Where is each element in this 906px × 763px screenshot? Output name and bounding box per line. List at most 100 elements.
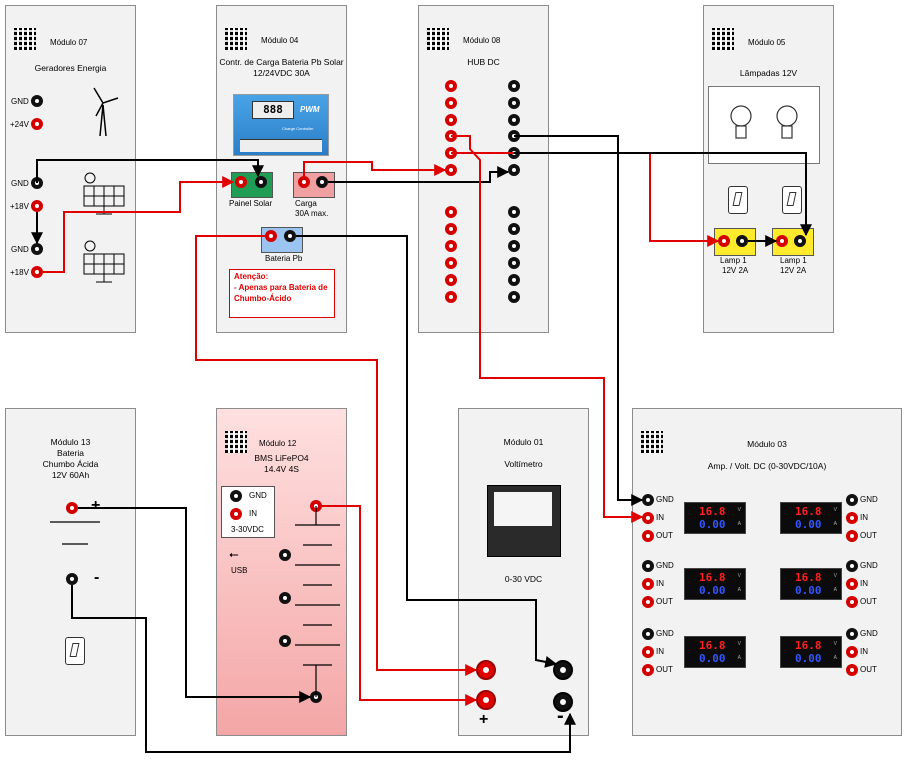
bms-tap-jack[interactable] (279, 549, 291, 561)
hub-red-jack[interactable] (445, 223, 457, 235)
module-04-rating: 12/24VDC 30A (253, 68, 310, 78)
warning-line2: Chumbo-Ácido (234, 294, 292, 303)
hub-red-jack[interactable] (445, 97, 457, 109)
m03-in-label: IN (860, 579, 868, 588)
display-amps: 0.00 (699, 652, 726, 665)
m03-gnd-label: GND (656, 629, 674, 638)
plus18v-jack[interactable] (31, 266, 43, 278)
m03-in-jack[interactable] (846, 646, 858, 658)
hub-red-jack[interactable] (445, 257, 457, 269)
lamp-switch-2[interactable] (782, 186, 802, 214)
module-12-line2: 14.4V 4S (264, 464, 299, 474)
display-volts: 16.8 (795, 639, 822, 652)
hub-black-jack[interactable] (508, 291, 520, 303)
hub-black-jack[interactable] (508, 97, 520, 109)
lamp-switch-1[interactable] (728, 186, 748, 214)
m03-in-jack[interactable] (642, 578, 654, 590)
hub-red-jack[interactable] (445, 240, 457, 252)
wire-hub-gnd-meter (514, 135, 644, 506)
bms-range-label: 3-30VDC (231, 525, 264, 534)
controller-screen: 888 (252, 101, 294, 119)
load-rating: 30A max. (295, 209, 329, 218)
lamp1-minus-jack[interactable] (736, 235, 748, 247)
hub-red-jack[interactable] (445, 164, 457, 176)
load-plus-jack[interactable] (298, 176, 310, 188)
battery-plus-sign: + (91, 497, 101, 514)
bms-in-jack[interactable] (230, 508, 242, 520)
module-03: Módulo 03 Amp. / Volt. DC (0-30VDC/10A) (632, 408, 902, 736)
label-18v: +18V (10, 268, 29, 277)
hub-red-jack[interactable] (445, 80, 457, 92)
m03-gnd-jack[interactable] (642, 560, 654, 572)
hub-black-jack[interactable] (508, 206, 520, 218)
hub-red-jack[interactable] (445, 291, 457, 303)
m03-in-jack[interactable] (846, 512, 858, 524)
unit-amps: A (737, 587, 741, 593)
m03-in-jack[interactable] (642, 646, 654, 658)
m03-out-label: OUT (656, 665, 673, 674)
unit-volts: V (737, 573, 741, 579)
hub-black-jack[interactable] (508, 80, 520, 92)
m03-out-label: OUT (656, 531, 673, 540)
hub-black-jack[interactable] (508, 240, 520, 252)
module-07-title: Módulo 07 (50, 38, 88, 47)
lamp-bulb-icon (730, 105, 798, 139)
voltmeter-black-jack[interactable] (553, 660, 573, 680)
m03-out-label: OUT (860, 665, 877, 674)
battery-switch[interactable] (65, 637, 85, 665)
battery13-plus-jack[interactable] (66, 502, 78, 514)
m03-gnd-jack[interactable] (846, 494, 858, 506)
module-12-line1: BMS LiFePO4 (254, 453, 309, 463)
gnd-jack[interactable] (31, 95, 43, 107)
bms-tap-jack[interactable] (279, 592, 291, 604)
m03-gnd-label: GND (656, 561, 674, 570)
m03-gnd-jack[interactable] (846, 628, 858, 640)
wire-hub-to-lamp2 (514, 152, 812, 237)
battery-minus-sign: - (94, 569, 100, 586)
m03-in-jack[interactable] (846, 578, 858, 590)
hub-red-jack[interactable] (445, 274, 457, 286)
qr-code (14, 28, 36, 50)
plus24v-jack[interactable] (31, 118, 43, 130)
hub-red-jack[interactable] (445, 114, 457, 126)
m03-out-jack[interactable] (642, 596, 654, 608)
bms-gnd-jack[interactable] (230, 490, 242, 502)
solar-plus-jack[interactable] (235, 176, 247, 188)
load-minus-jack[interactable] (316, 176, 328, 188)
m03-out-jack[interactable] (642, 530, 654, 542)
wire-paths (31, 135, 812, 753)
m03-out-jack[interactable] (642, 664, 654, 676)
hub-black-jack[interactable] (508, 257, 520, 269)
module-01: Módulo 01 Voltímetro 0-30 VDC + - (458, 408, 589, 736)
warning-title: Atenção: (234, 272, 269, 281)
m03-in-label: IN (656, 579, 664, 588)
warning-line1: - Apenas para Bateria de (234, 283, 328, 292)
battery13-minus-jack[interactable] (66, 573, 78, 585)
module-07-subtitle: Geradores Energia (34, 63, 107, 73)
battery-minus-jack[interactable] (284, 230, 296, 242)
unit-amps: A (737, 655, 741, 661)
m03-out-jack[interactable] (846, 530, 858, 542)
battery-plus-jack[interactable] (265, 230, 277, 242)
unit-volts: V (737, 641, 741, 647)
hub-black-jack[interactable] (508, 223, 520, 235)
hub-red-jack[interactable] (445, 206, 457, 218)
module-13-line3: 12V 60Ah (51, 470, 90, 480)
voltmeter-minus-jack[interactable] (553, 692, 573, 712)
unit-amps: A (737, 521, 741, 527)
m03-gnd-jack[interactable] (846, 560, 858, 572)
solar-panel-icon (83, 172, 125, 215)
bms-tap-jack[interactable] (279, 635, 291, 647)
hub-black-jack[interactable] (508, 274, 520, 286)
m03-in-label: IN (860, 647, 868, 656)
m03-out-jack[interactable] (846, 664, 858, 676)
m03-out-jack[interactable] (846, 596, 858, 608)
solar-panel-label: Painel Solar (229, 199, 273, 208)
lamp2-minus-jack[interactable] (794, 235, 806, 247)
m03-gnd-jack[interactable] (642, 628, 654, 640)
module-01-subtitle: Voltímetro (504, 459, 543, 469)
hub-black-jack[interactable] (508, 114, 520, 126)
plus18v-jack[interactable] (31, 200, 43, 212)
